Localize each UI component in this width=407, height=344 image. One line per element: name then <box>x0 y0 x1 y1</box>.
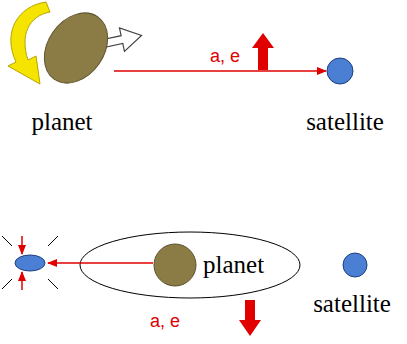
rotation-arrow <box>8 2 50 84</box>
orbit-radius <box>114 70 326 72</box>
shape <box>38 8 114 88</box>
body-name: satellite <box>313 290 391 318</box>
body-name: planet <box>31 108 92 136</box>
tidal-bulge <box>15 255 45 271</box>
orbit-label: a, e <box>148 312 182 332</box>
body-name: satellite <box>306 108 384 136</box>
increase-arrow <box>252 33 274 70</box>
shape <box>326 57 354 85</box>
small-arrow <box>21 236 23 254</box>
small-arrow <box>21 272 23 290</box>
force-arrow <box>48 262 153 264</box>
decrease-arrow <box>239 300 261 336</box>
orbit <box>80 232 300 298</box>
shape <box>153 243 197 287</box>
body-name: planet <box>203 251 264 279</box>
body-circle <box>342 252 368 278</box>
planet-body <box>38 8 114 88</box>
body-circle <box>326 57 354 85</box>
shape <box>342 252 368 278</box>
body-circle <box>153 243 197 287</box>
edge-label: a, e <box>208 47 242 67</box>
